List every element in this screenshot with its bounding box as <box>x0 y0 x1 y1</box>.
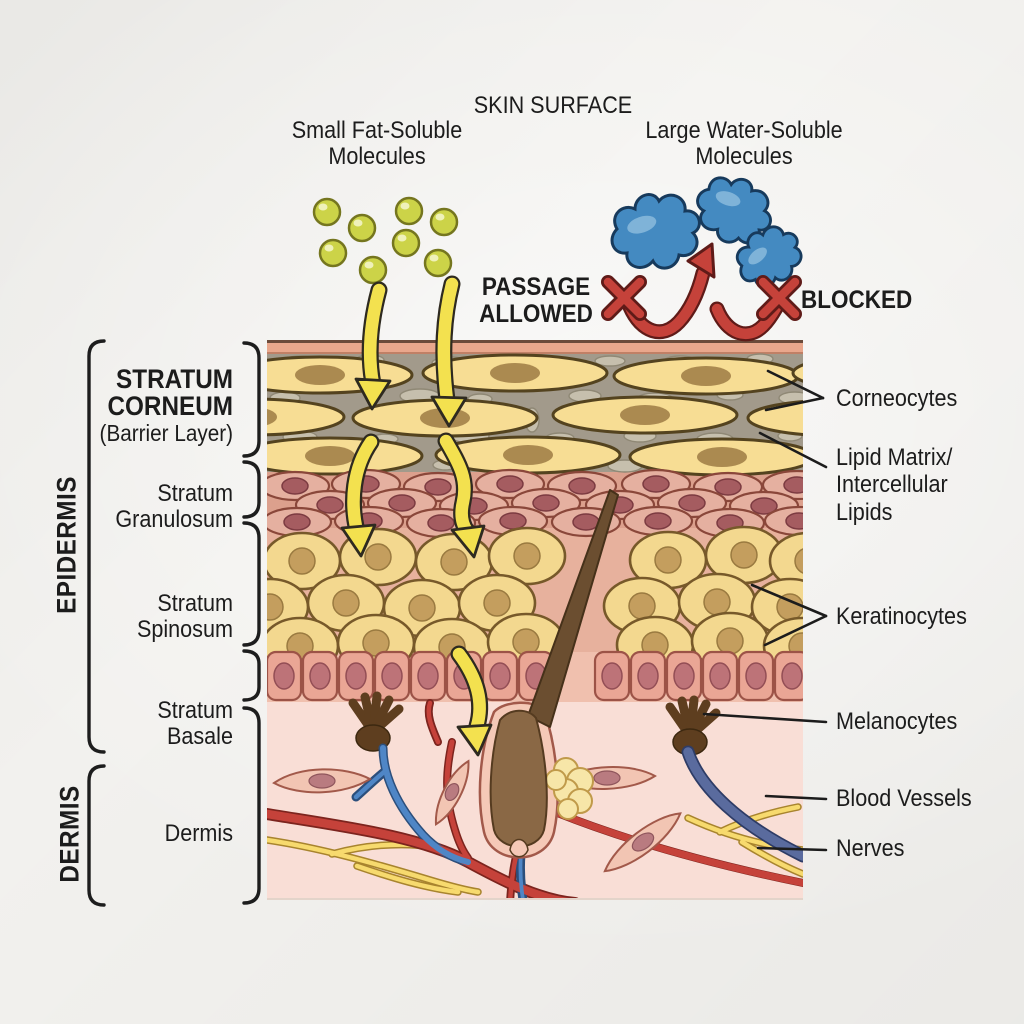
stratum-basale-label: Stratum Basale <box>157 697 233 750</box>
sebaceous-gland <box>545 757 594 820</box>
stratum-corneum-bracket <box>242 341 261 458</box>
hair-root <box>489 709 548 848</box>
passage-allowed-label: PASSAGE ALLOWED <box>479 273 593 328</box>
stratum-corneum-label: STRATUM CORNEUM <box>107 364 233 421</box>
skin-surface-band <box>267 340 803 354</box>
dermis-bracket <box>87 764 106 907</box>
fibroblast-nuclei <box>308 770 655 852</box>
nerves-label: Nerves <box>836 835 905 862</box>
x-marks <box>603 277 800 319</box>
corneocytes-pointer-lower <box>764 396 825 412</box>
passage-arrows <box>340 275 493 757</box>
corneocytes-label: Corneocytes <box>836 385 958 412</box>
stratum-basale-bracket <box>242 649 261 702</box>
blood-vessels <box>267 699 803 900</box>
fat-soluble-label: Small Fat-Soluble Molecules <box>291 117 463 170</box>
blocked-label: BLOCKED <box>801 286 913 314</box>
stratum-granulosum-label: Stratum Granulosum <box>115 480 233 533</box>
keratinocytes-pointer-lower <box>763 614 828 647</box>
barrier-layer-sublabel: (Barrier Layer) <box>99 420 233 446</box>
corneocytes-pointer-upper <box>766 369 825 400</box>
nerves <box>267 803 803 896</box>
pointer-lines <box>702 369 828 852</box>
keratinocytes-pointer-upper <box>750 583 828 618</box>
stratum-spinosum-bracket <box>242 521 261 647</box>
hair-papilla <box>509 838 529 858</box>
water-soluble-label: Large Water-Soluble Molecules <box>645 117 843 170</box>
hair-follicle <box>478 489 619 859</box>
blood-vessels-pointer <box>764 794 828 801</box>
skin-surface-title: SKIN SURFACE <box>473 92 633 119</box>
lipid-matrix-pointer <box>758 431 828 469</box>
melanocytes-label: Melanocytes <box>836 708 958 735</box>
nerves-pointer <box>756 846 828 852</box>
fat-soluble-molecules <box>312 196 459 285</box>
skin-cross-section <box>267 340 803 900</box>
blocked-arrows <box>601 242 802 342</box>
hair-shaft <box>527 489 619 728</box>
bounce-arrowhead <box>686 242 716 279</box>
keratinocytes-label: Keratinocytes <box>836 603 967 630</box>
blood-vessels-label: Blood Vessels <box>836 785 972 812</box>
layer-brackets <box>87 339 261 907</box>
lipid-matrix-label: Lipid Matrix/ Intercellular Lipids <box>836 444 953 526</box>
dermis-layer-bracket <box>242 706 261 905</box>
stratum-granulosum-bracket <box>242 460 261 519</box>
stratum-spinosum-label: Stratum Spinosum <box>136 590 233 643</box>
water-soluble-molecules <box>610 161 811 296</box>
epidermis-bracket <box>87 339 106 754</box>
dermis-label: Dermis <box>164 820 233 847</box>
melanocytes-pointer <box>702 712 828 724</box>
